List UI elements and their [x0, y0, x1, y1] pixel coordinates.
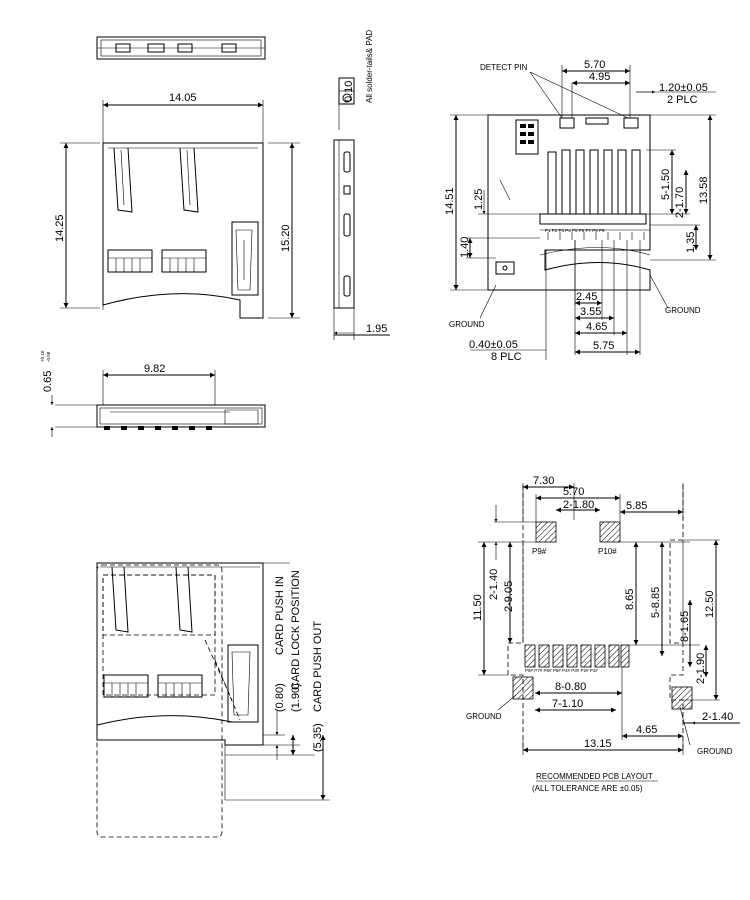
pcb-2-9-05: 2-9.05: [503, 581, 515, 612]
pad-label: 0.40±0.05: [469, 339, 518, 351]
pcb-8-1-65: 8-1.65: [679, 611, 691, 642]
pcb-8-65: 8.65: [624, 589, 636, 610]
pin-detail-view: P1 P2 P3 P4 P5 P6 P7 P8 P9 DETECT PIN 5.…: [444, 59, 716, 363]
lock-label: CARD LOCK POSITION: [290, 570, 302, 690]
push-in-val: (0.80): [274, 683, 286, 712]
pcb-2-1-90: 2-1.90: [695, 653, 707, 684]
tol-plus: +0.10: [40, 350, 45, 362]
dim-3-55: 3.55: [580, 306, 601, 318]
dim-13-58: 13.58: [698, 176, 710, 204]
pcb-12-50: 12.50: [704, 590, 716, 618]
pcb-5-8-85: 5-8.85: [650, 587, 662, 618]
pcb-2-1-40-left: 2-1.40: [488, 569, 500, 600]
pcb-7-1-10: 7-1.10: [552, 698, 583, 710]
coplanarity-note: All solder-tails& PAD: [365, 30, 374, 103]
pcb-11-50: 11.50: [472, 594, 484, 621]
top-strip-view: [96, 36, 266, 60]
pcb-7-30: 7.30: [533, 475, 554, 487]
dim-0-10: 0.10: [343, 81, 355, 102]
dim-14-25: 14.25: [54, 214, 66, 242]
front-view: 9.82 0.65 +0.10 -0.08: [40, 350, 266, 437]
pin-labels: P1 P2 P3 P4 P5 P6 P7 P8 P9: [545, 228, 605, 233]
pad-count: 8 PLC: [491, 351, 522, 363]
dim-1-40: 1.40: [459, 237, 471, 258]
out-label: CARD PUSH OUT: [312, 621, 324, 712]
pcb-caption-2: (ALL TOLERANCE ARE ±0.05): [532, 784, 643, 793]
dim-9-82: 9.82: [144, 363, 165, 375]
dim-4-95: 4.95: [589, 71, 610, 83]
pcb-ground-left: GROUND: [466, 712, 502, 721]
pcb-8-0-80: 8-0.80: [555, 681, 586, 693]
card-push-view: (0.80) CARD PUSH IN (1.90) CARD LOCK POS…: [96, 562, 330, 838]
ground-right-top: GROUND: [665, 306, 701, 315]
dim-1-25: 1.25: [473, 189, 485, 210]
dim-4-65: 4.65: [586, 321, 607, 333]
pad-p10: P10#: [598, 547, 617, 556]
pad-p9: P9#: [532, 547, 547, 556]
pcb-ground-right: GROUND: [697, 747, 733, 756]
dim-5-70-top: 5.70: [584, 59, 605, 71]
pitch-count: 2 PLC: [667, 94, 698, 106]
dim-5-75: 5.75: [593, 340, 614, 352]
top-view-body: 14.05 14.25 15.20: [54, 92, 300, 319]
pitch-label: 1.20±0.05: [659, 82, 708, 94]
dim-2-45: 2.45: [576, 291, 597, 303]
dim-15-20: 15.20: [280, 224, 292, 252]
tol-minus: -0.08: [46, 351, 51, 362]
pcb-2-1-40-right: 2-1.40: [702, 711, 733, 723]
pcb-4-65: 4.65: [636, 724, 657, 736]
detect-pin-label: DETECT PIN: [480, 63, 528, 72]
dim-14-05: 14.05: [169, 92, 197, 104]
pcb-5-85: 5.85: [626, 500, 647, 512]
pcb-2-1-80: 2-1.80: [563, 499, 594, 511]
dim-2-1-70: 2-1.70: [674, 187, 686, 218]
push-in-label: CARD PUSH IN: [274, 576, 286, 655]
side-view: 0.10 All solder-tails& PAD 1.95: [333, 30, 390, 340]
ground-left-top: GROUND: [449, 320, 485, 329]
dim-1-35: 1.35: [685, 232, 697, 253]
pcb-caption-1: RECOMMENDED PCB LAYOUT: [536, 772, 653, 781]
pcb-layout-view: P9# P10# P8# P7# P6# P5# P4# P3# P2# P1#…: [466, 475, 740, 793]
pcb-pad-labels: P8# P7# P6# P5# P4# P3# P2# P1#: [525, 668, 598, 673]
pcb-13-15: 13.15: [584, 738, 612, 750]
out-val: (5.35): [312, 723, 324, 752]
dim-14-51: 14.51: [444, 187, 456, 215]
dim-1-95: 1.95: [366, 323, 387, 335]
lock-val: (1.90): [290, 683, 302, 712]
pcb-5-70: 5.70: [563, 486, 584, 498]
dim-0-65: 0.65: [42, 371, 54, 392]
dim-5-1-50: 5-1.50: [660, 169, 672, 200]
